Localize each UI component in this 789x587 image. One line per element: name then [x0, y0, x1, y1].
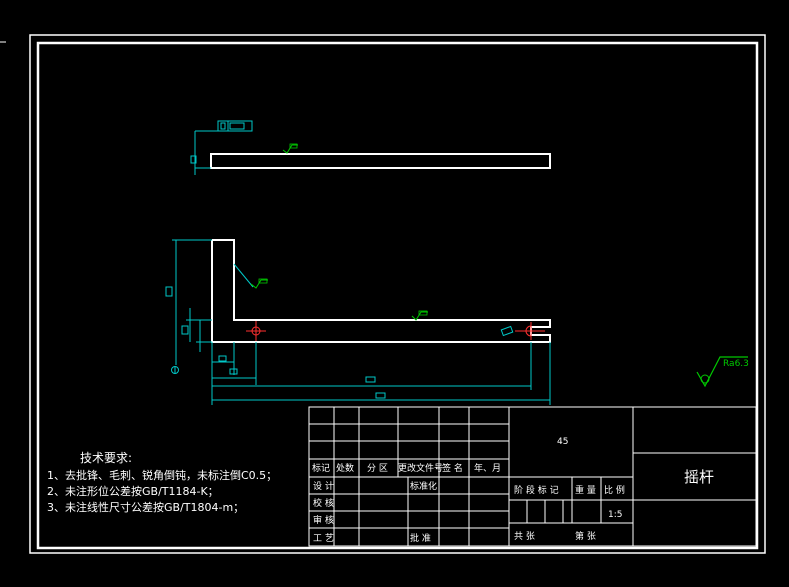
front-view-outline: [211, 239, 551, 343]
tb-change-doc: 更改文件号: [398, 462, 443, 474]
outer-frame: [29, 34, 766, 554]
roughness-symbol-top: [282, 143, 298, 154]
tb-sheets-total: 共 张: [514, 531, 535, 542]
tb-date: 年、月: [474, 462, 501, 474]
tb-zone: 分 区: [367, 463, 388, 474]
dimension-lines: [165, 239, 551, 405]
material-label: 45: [557, 437, 568, 447]
tb-count: 处数: [336, 462, 354, 474]
title-block-text: 标记 处数 分 区 更改文件号 签 名 年、月 设 计 标准化 校 核 审 核 …: [312, 437, 714, 544]
surface-finish-label: Ra6.3: [723, 359, 749, 369]
tb-check: 校 核: [313, 497, 334, 509]
tolerance-frame: [217, 120, 253, 132]
scale-value: 1:5: [608, 510, 622, 520]
tb-ratio: 比 例: [604, 484, 625, 496]
tb-weight: 重 量: [575, 484, 596, 496]
tb-sheet-no: 第 张: [575, 530, 596, 542]
tech-requirement-line: 3、未注线性尺寸公差按GB/T1804-m；: [47, 500, 244, 514]
hole-center-mark: [246, 321, 266, 341]
tb-sign: 签 名: [442, 462, 463, 474]
tech-requirement-line: 1、去批锋、毛刺、锐角倒钝，未标注倒C0.5；: [47, 468, 277, 482]
slot-center-mark: [515, 322, 545, 340]
title-block: [308, 406, 757, 547]
front-view: [165, 239, 551, 405]
tb-process: 工 艺: [313, 533, 334, 544]
tb-stage-mark: 阶 段 标 记: [514, 484, 559, 496]
tb-approve: 批 准: [410, 532, 431, 544]
roughness-symbol-front: [250, 278, 428, 321]
tb-design: 设 计: [313, 480, 334, 492]
general-roughness-symbol: Ra6.3: [696, 356, 749, 388]
tb-standardize: 标准化: [410, 480, 437, 492]
tb-review: 审 核: [313, 514, 334, 526]
tb-mark: 标记: [312, 462, 330, 474]
top-view-bar: [210, 153, 551, 169]
tech-requirements: 技术要求: 1、去批锋、毛刺、锐角倒钝，未标注倒C0.5； 2、未注形位公差按G…: [47, 451, 277, 514]
top-view: [190, 120, 551, 175]
tech-requirements-title: 技术要求:: [80, 451, 132, 465]
inner-frame: [36, 41, 759, 550]
part-name: 摇杆: [684, 468, 714, 486]
tech-requirement-line: 2、未注形位公差按GB/T1184-K；: [47, 484, 219, 498]
